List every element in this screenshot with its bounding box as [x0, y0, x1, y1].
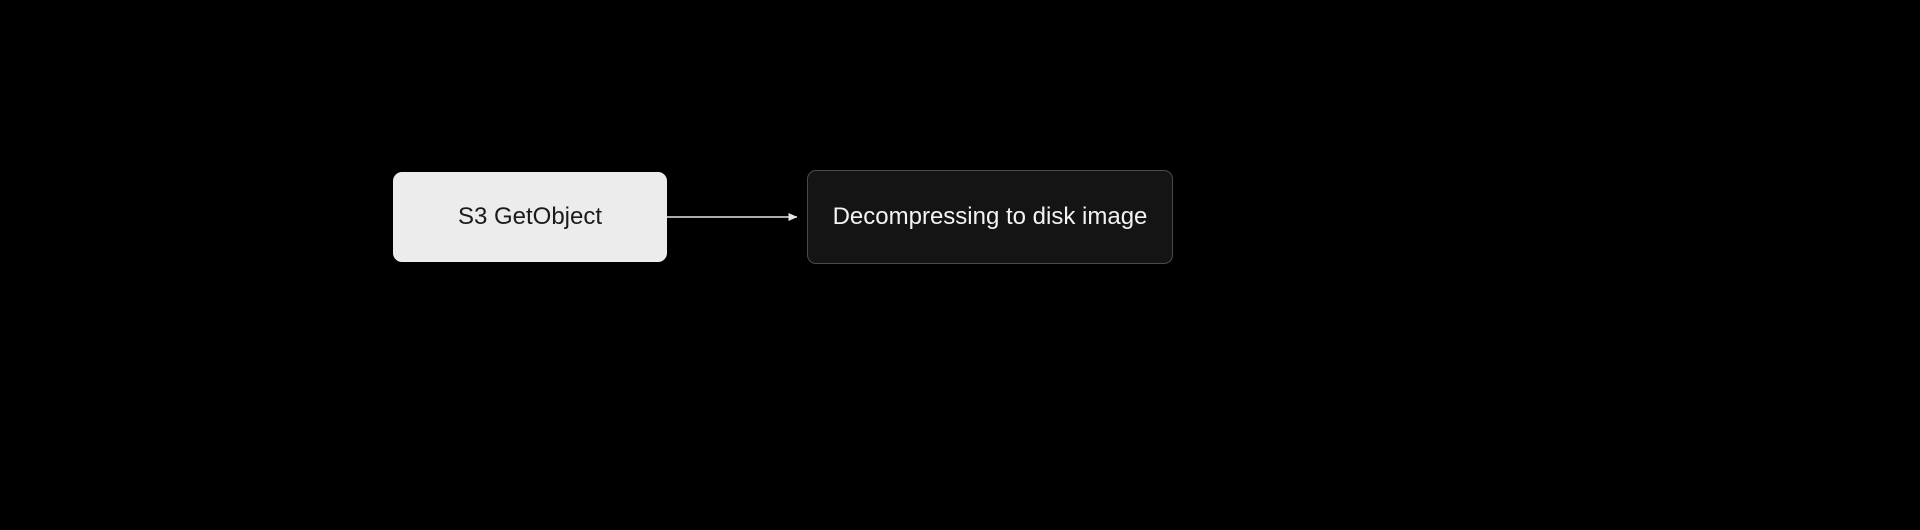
node-s3-getobject[interactable]: S3 GetObject: [393, 172, 667, 262]
node-s3-getobject-label: S3 GetObject: [457, 202, 603, 230]
node-decompressing-to-disk-image[interactable]: Decompressing to disk image: [807, 170, 1173, 264]
node-decompressing-to-disk-image-label: Decompressing to disk image: [832, 202, 1148, 230]
